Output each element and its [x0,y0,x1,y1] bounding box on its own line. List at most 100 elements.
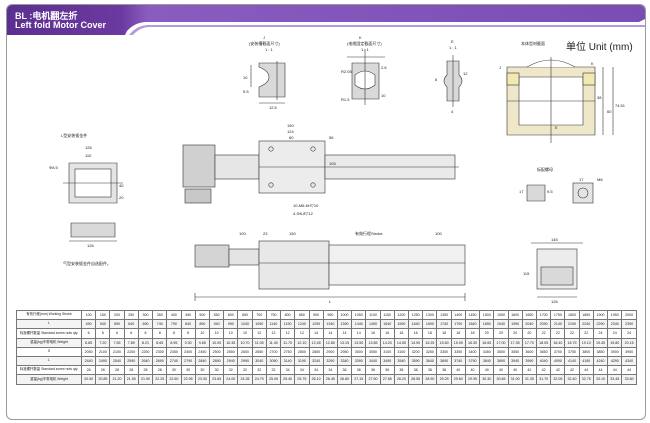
table-cell: 12 [280,328,296,339]
table-cell: 3450 [479,346,495,357]
table-cell: 31.70 [535,374,552,385]
table-cell: 2950 [336,346,353,357]
view-k-drawing [347,49,385,105]
table-cell: 2790 [180,355,196,367]
table-cell: 840 [180,319,196,330]
table-cell: 3200 [408,346,424,357]
plate-dim-126b: 126 [87,243,94,248]
table-cell: 1450 [464,309,481,321]
view-j-scale: 1 : 1 [265,47,273,52]
table-cell: 990 [223,319,239,330]
nut-caption: 标配螺母 [537,167,553,172]
table-cell: 350 [152,309,168,321]
table-cell: 890 [194,319,210,330]
table-cell: 900 [308,309,324,321]
table-cell: 1600 [507,309,523,321]
table-cell: 34 [308,365,324,376]
table-cell: 1750 [550,309,566,321]
table-cell: 800 [280,309,296,321]
table-cell: 26 [95,365,111,376]
table-cell: 1800 [564,309,580,321]
table-cell: 1490 [365,319,381,330]
table-cell: 36 [379,365,395,376]
table-cell: 10.70 [237,337,253,348]
table-cell: 3290 [322,355,338,367]
nut-dim-17b: 17 [579,177,584,182]
table-cell: 2540 [109,355,125,367]
side-dim-l: L [329,299,332,304]
table-cell: 2140 [550,319,566,330]
table-cell: 200 [109,309,125,321]
table-cell: 22 [550,328,566,339]
end-dim-115: 115 [523,271,530,276]
table-cell: 3000 [351,346,367,357]
table-cell: 11.75 [280,337,296,348]
table-cell: 20 [521,328,538,339]
table-cell: 29.25 [436,374,452,385]
table-cell: 36 [336,365,353,376]
table-cell: 700 [251,309,267,321]
table-cell: 42 [564,365,580,376]
e-dim-4: 4 [451,109,454,114]
table-cell: 940 [208,319,225,330]
table-cell: 1300 [422,309,438,321]
row-header: 标准螺杆数量 Standard screw nuts qty. [16,365,82,376]
table-cell: 3100 [379,346,395,357]
end-view-drawing [531,242,583,298]
table-cell: 24 [592,328,609,339]
table-cell: 590 [109,319,125,330]
table-cell: 21.90 [137,374,154,385]
table-cell: 6 [95,328,111,339]
table-cell: 32.05 [550,374,566,385]
table-cell: 14.90 [408,337,424,348]
table-cell: 16.65 [479,337,495,348]
table-cell: 1950 [607,309,623,321]
view-k-label: K [359,35,362,40]
plate-dim-126: 126 [85,145,92,150]
title-en: Left fold Motor Cover [15,20,106,30]
table-cell: 17.70 [521,337,538,348]
table-cell: 28 [109,365,125,376]
plate-dim-20: 20 [119,195,124,200]
table-cell: 26.10 [308,374,324,385]
table-cell: 8.65 [152,337,168,348]
table-cell: 2300 [152,346,168,357]
table-cell: 2250 [137,346,154,357]
unit-label: 单位 Unit (mm) [566,42,633,53]
table-cell: 25.05 [265,374,282,385]
table-cell: 6.85 [80,337,97,348]
table-cell: 1190 [280,319,296,330]
table-cell: 500 [194,309,210,321]
table-cell: 7.20 [95,337,111,348]
table-cell: 950 [322,309,338,321]
table-cell: 1340 [322,319,338,330]
table-cell: 26 [80,365,97,376]
table-cell: 4340 [621,355,637,367]
table-cell: 20 [479,328,495,339]
table-cell: 26.80 [336,374,353,385]
table-cell: 10 [208,328,225,339]
plate-dim-110: 110 [85,153,92,158]
table-cell: 38 [436,365,452,376]
view-j-label: J [263,35,265,40]
table-cell: 1790 [450,319,466,330]
table-cell: 3740 [450,355,466,367]
table-cell: 600 [223,309,239,321]
table-cell: 2940 [223,355,239,367]
table-cell: 3940 [507,355,523,367]
side-dim-100b: 100 [435,231,442,236]
table-cell: 4140 [564,355,580,367]
table-cell: 33.45 [607,374,623,385]
table-cell: 14.55 [393,337,410,348]
table-cell: 1350 [436,309,452,321]
table-cell: 4290 [607,355,623,367]
table-cell: 2600 [237,346,253,357]
table-cell: 15.60 [436,337,452,348]
end-dim-145: 145 [551,237,558,242]
table-cell: 2090 [535,319,552,330]
table-cell: 44 [621,365,637,376]
table-cell: 21.55 [123,374,139,385]
side-dim-100: 100 [239,231,246,236]
